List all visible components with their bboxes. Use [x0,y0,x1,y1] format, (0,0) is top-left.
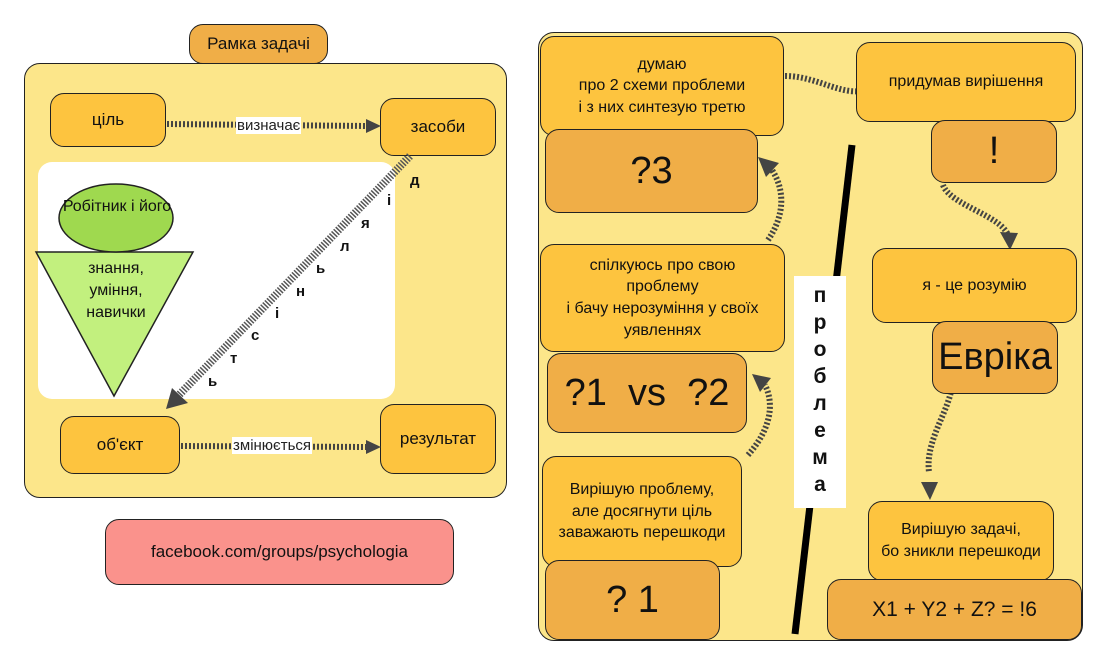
node-think-line: думаю [637,55,687,73]
edge-label-changes: змінюється [232,437,313,454]
node-communicate-line: уявленнях [623,321,702,339]
node-understand: я - це розумію [872,248,1077,323]
node-goal: ціль [50,93,166,147]
activity-letter: л [340,238,350,255]
worker-label: Робітник і його [62,198,172,215]
activity-letter: н [296,283,306,300]
problem-letter: е [814,419,826,442]
node-result: результат [380,404,496,474]
problem-letter: л [813,392,827,415]
problem-vertical-label: п р о б л е м а [794,276,846,508]
node-object: об'єкт [60,416,180,474]
node-solving-problem: Вирішую проблему, але досягнути ціль зав… [542,456,742,567]
node-solving-task-line: Вирішую задачі, [901,521,1021,539]
node-q3: ?3 [545,129,758,213]
activity-letter: д [410,172,420,189]
node-communicate: спілкуюсь про свою проблему і бачу нероз… [540,244,785,352]
activity-letter: т [230,350,238,367]
problem-letter: р [813,311,827,334]
problem-letter: а [814,473,826,496]
problem-letter: б [813,365,827,388]
activity-letter: с [251,327,260,344]
edge-label-defines: визначає [236,117,302,134]
node-communicate-line: і бачу нерозуміння у своїх [566,300,759,317]
activity-letter: ь [208,373,218,390]
node-think: думаю про 2 схеми проблеми і з них синте… [540,36,784,136]
node-q1: ? 1 [545,560,720,640]
node-think-line: і з них синтезую третю [578,98,746,116]
node-solving-problem-line: Вирішую проблему, [569,481,715,499]
node-solving-problem-line: заважають перешкоди [558,524,726,542]
activity-letter: і [275,305,280,322]
node-solving-problem-line: але досягнути ціль [571,502,713,520]
node-communicate-line: спілкуюсь про свою [589,256,736,274]
problem-letter: о [813,338,827,361]
task-frame-title: Рамка задачі [189,24,328,64]
node-solving-task: Вирішую задачі, бо зникли перешкоди [868,501,1054,581]
activity-letter: ь [316,260,326,277]
node-q1-vs-q2: ?1 vs ?2 [547,353,747,433]
node-think-line: про 2 схеми проблеми [578,77,746,95]
facebook-group-link[interactable]: facebook.com/groups/psychologia [105,519,454,585]
node-invented: придумав вирішення [856,42,1076,122]
activity-letter: я [361,215,370,232]
problem-letter: м [812,446,828,469]
node-communicate-line: проблему [626,278,699,296]
problem-letter: п [813,284,827,307]
activity-letter: і [387,192,392,209]
node-eureka: Евріка [932,321,1058,394]
node-solving-task-line: бо зникли перешкоди [881,543,1041,560]
skills-label: знання, уміння, навички [86,260,146,321]
node-exclamation: ! [931,120,1057,183]
node-means: засоби [380,98,496,156]
node-formula: X1 + Y2 + Z? = !6 [827,579,1082,640]
